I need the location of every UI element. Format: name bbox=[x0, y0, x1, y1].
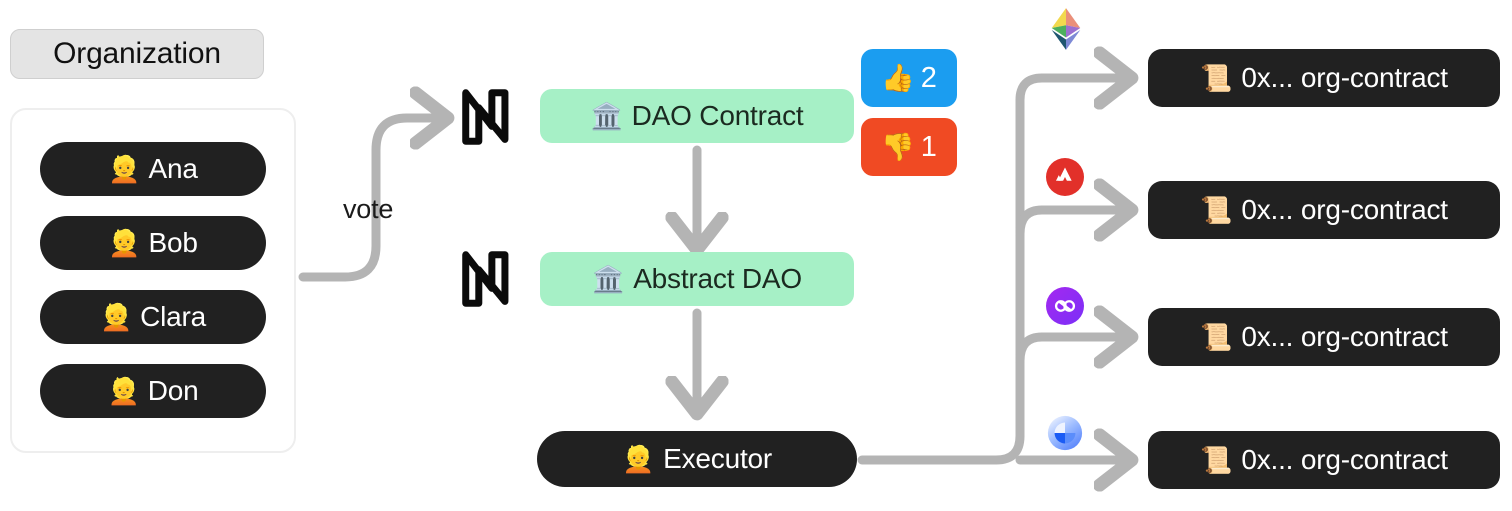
aurora-logo-icon bbox=[1046, 414, 1084, 452]
person-blond-icon: 👱 bbox=[108, 154, 141, 184]
member-row[interactable]: 👱 Clara bbox=[40, 290, 266, 344]
person-blond-icon: 👱 bbox=[621, 444, 655, 474]
member-name: Don bbox=[147, 375, 199, 406]
thumbs-up-icon: 👍 bbox=[881, 62, 915, 93]
vote-up-badge[interactable]: 👍 2 bbox=[861, 49, 957, 107]
polygon-logo-icon bbox=[1046, 287, 1084, 325]
thumbs-down-icon: 👎 bbox=[881, 131, 915, 162]
node-label: Abstract DAO bbox=[633, 263, 802, 294]
target-contract-ethereum[interactable]: 📜 0x... org-contract bbox=[1148, 49, 1500, 107]
node-abstract-dao[interactable]: 🏛️ Abstract DAO bbox=[540, 252, 854, 306]
scroll-icon: 📜 bbox=[1200, 445, 1233, 475]
member-row[interactable]: 👱 Bob bbox=[40, 216, 266, 270]
vote-edge-label: vote bbox=[343, 194, 394, 224]
member-row[interactable]: 👱 Don bbox=[40, 364, 266, 418]
node-dao-contract[interactable]: 🏛️ DAO Contract bbox=[540, 89, 854, 143]
target-contract-aurora[interactable]: 📜 0x... org-contract bbox=[1148, 431, 1500, 489]
near-logo-icon bbox=[460, 89, 520, 145]
scroll-icon: 📜 bbox=[1200, 322, 1233, 352]
scroll-icon: 📜 bbox=[1200, 195, 1233, 225]
member-name: Clara bbox=[140, 301, 207, 332]
target-contract-polygon[interactable]: 📜 0x... org-contract bbox=[1148, 308, 1500, 366]
target-contract-avalanche[interactable]: 📜 0x... org-contract bbox=[1148, 181, 1500, 239]
vote-up-count: 2 bbox=[920, 61, 937, 94]
classical-building-icon: 🏛️ bbox=[592, 264, 625, 294]
person-blond-icon: 👱 bbox=[108, 228, 141, 258]
vote-down-count: 1 bbox=[920, 130, 937, 163]
contract-label: 0x... org-contract bbox=[1241, 62, 1448, 93]
member-name: Bob bbox=[148, 227, 198, 258]
contract-label: 0x... org-contract bbox=[1241, 194, 1448, 225]
vote-down-badge[interactable]: 👎 1 bbox=[861, 118, 957, 176]
person-blond-icon: 👱 bbox=[99, 302, 133, 332]
member-name: Ana bbox=[148, 153, 198, 184]
near-logo-icon bbox=[460, 251, 520, 307]
ethereum-logo-icon bbox=[1047, 6, 1085, 50]
member-row[interactable]: 👱 Ana bbox=[40, 142, 266, 196]
contract-label: 0x... org-contract bbox=[1241, 444, 1448, 475]
classical-building-icon: 🏛️ bbox=[590, 101, 623, 131]
node-label: Executor bbox=[663, 443, 773, 474]
contract-label: 0x... org-contract bbox=[1241, 321, 1448, 352]
person-blond-icon: 👱 bbox=[107, 376, 140, 406]
scroll-icon: 📜 bbox=[1200, 63, 1233, 93]
node-label: DAO Contract bbox=[631, 100, 804, 131]
organization-label: Organization bbox=[10, 29, 264, 79]
node-executor[interactable]: 👱 Executor bbox=[537, 431, 857, 487]
avalanche-logo-icon bbox=[1046, 158, 1084, 196]
edge-branch-polygon bbox=[1015, 337, 1122, 361]
edge-branch-avalanche bbox=[1015, 210, 1122, 234]
